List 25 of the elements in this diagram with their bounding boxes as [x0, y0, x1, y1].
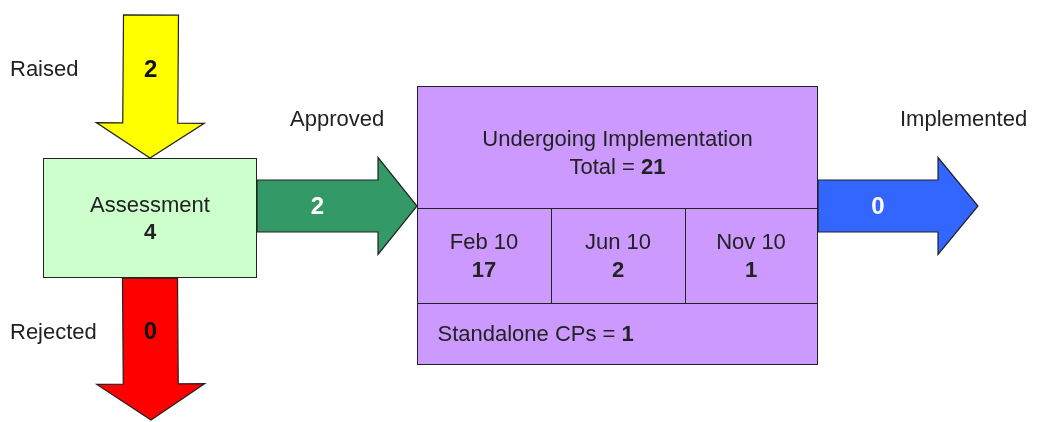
block-arrow: [817, 155, 979, 257]
flow-label: Rejected: [10, 319, 97, 345]
edge-label: 0: [871, 192, 885, 220]
node-title: Nov 10: [716, 228, 786, 256]
block-arrow: [256, 155, 418, 257]
flow-label: Raised: [10, 56, 79, 82]
edge-label: 2: [310, 192, 325, 220]
flow-label: Approved: [290, 106, 385, 132]
node-value: 4: [143, 218, 157, 246]
group-box: [417, 86, 818, 365]
node-title: Assessment: [90, 190, 210, 218]
flow-label: Implemented: [900, 106, 1028, 132]
block-arrow: [94, 14, 207, 159]
node-value: 2: [611, 255, 625, 283]
edge-label: 2: [143, 55, 158, 83]
node-value: Total = 21: [569, 152, 666, 180]
node-title: Jun 10: [584, 228, 652, 256]
node-title: Standalone CPs = 1: [437, 319, 634, 348]
node-value: 1: [744, 255, 758, 283]
edge-label: 0: [143, 317, 158, 345]
node-title: Feb 10: [449, 228, 519, 256]
node-value: 17: [471, 255, 497, 283]
process-box: [43, 158, 257, 278]
block-arrow: [94, 277, 207, 421]
node-title: Undergoing Implementation: [482, 125, 753, 153]
